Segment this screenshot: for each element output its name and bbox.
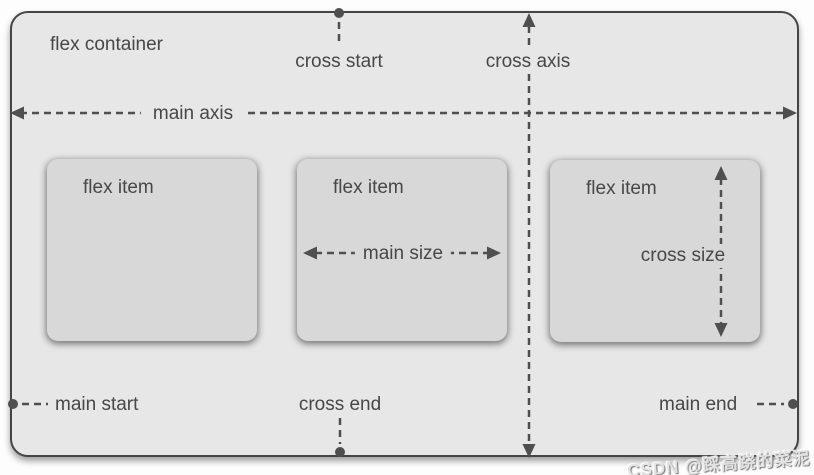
main-start-marker <box>8 399 48 409</box>
main-axis-label: main axis <box>140 102 246 126</box>
cross-start-label: cross start <box>295 51 383 72</box>
cross-end-label: cross end <box>298 394 382 415</box>
cross-start-marker <box>334 8 344 46</box>
main-start-label: main start <box>55 394 139 415</box>
flex-item-1: flex item <box>47 159 257 341</box>
main-end-marker <box>757 399 798 409</box>
cross-size-label: cross size <box>632 244 734 268</box>
main-size-label: main size <box>354 242 452 266</box>
flex-item-1-label: flex item <box>83 177 154 198</box>
flex-item-2-label: flex item <box>333 177 404 198</box>
main-axis-arrow-line <box>10 106 797 120</box>
flex-item-3-label: flex item <box>586 178 657 199</box>
flex-item-2: flex item <box>297 159 507 341</box>
cross-end-marker <box>335 418 345 457</box>
flex-container-label: flex container <box>50 34 164 55</box>
main-end-label: main end <box>659 394 738 415</box>
cross-axis-label: cross axis <box>473 50 583 74</box>
cross-axis-arrow-line <box>522 13 536 458</box>
